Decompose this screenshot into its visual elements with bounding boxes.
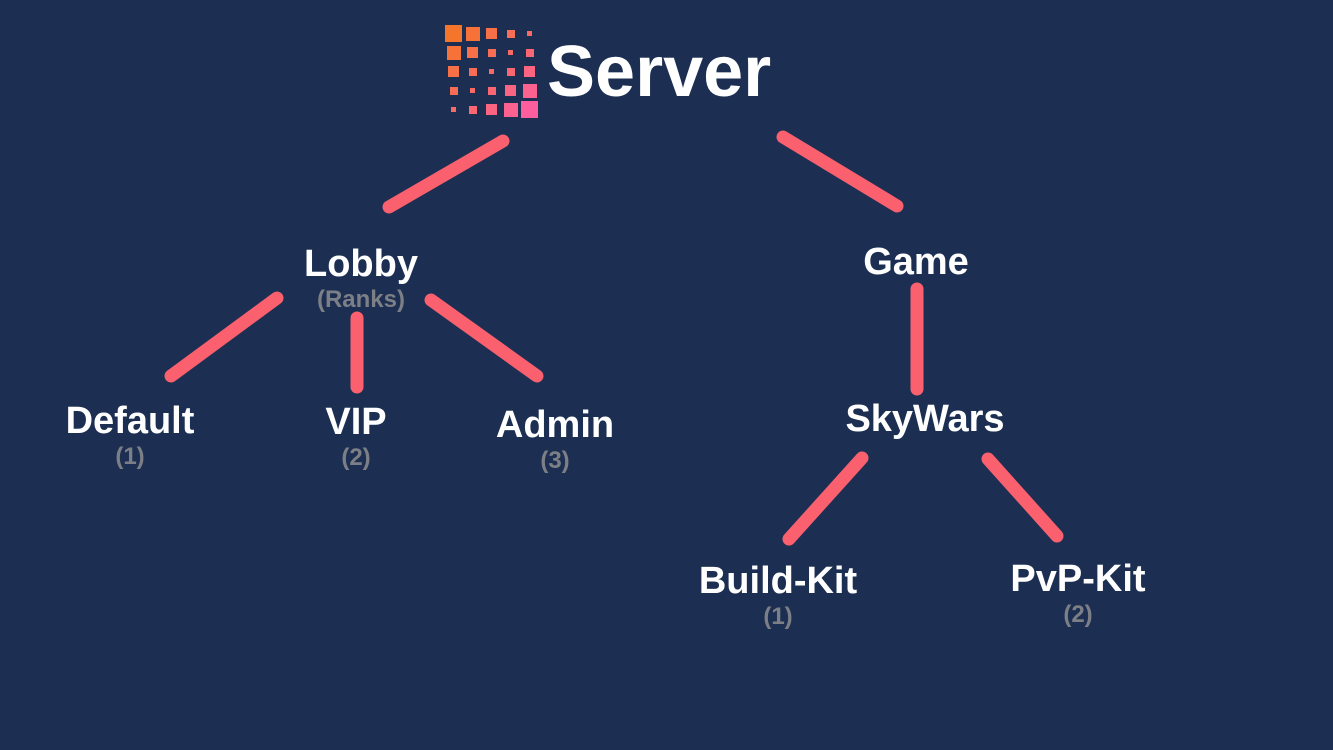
logo-square — [448, 66, 459, 77]
node-skywars: SkyWars — [845, 398, 1004, 440]
logo-square — [446, 45, 461, 60]
logo-square — [451, 107, 456, 112]
logo-square — [487, 48, 496, 57]
node-label: Build-Kit — [698, 560, 858, 602]
node-label: SkyWars — [845, 398, 1005, 440]
logo-square — [506, 29, 515, 38]
logo-square — [489, 69, 494, 74]
node-label: PvP-Kit — [1010, 558, 1146, 600]
logo-square — [486, 104, 497, 115]
node-sublabel: (Ranks) — [316, 286, 406, 313]
root-node-server: Server — [444, 24, 771, 120]
logo-square — [505, 85, 516, 96]
edge-skywars-buildkit — [782, 451, 869, 546]
logo-square — [524, 66, 535, 77]
logo-square — [487, 86, 496, 95]
logo-square — [522, 83, 537, 98]
logo-square — [527, 31, 532, 36]
edge-server-lobby — [382, 134, 510, 214]
node-vip: VIP (2) — [325, 401, 386, 471]
luckperms-squares-logo — [444, 24, 540, 120]
logo-square — [468, 67, 477, 76]
node-sublabel: (3) — [540, 447, 570, 474]
edge-lobby-admin — [424, 293, 544, 383]
logo-square — [508, 50, 513, 55]
edge-server-game — [776, 130, 904, 213]
node-sublabel: (1) — [763, 603, 793, 630]
edge-lobby-default — [164, 291, 284, 383]
node-default: Default (1) — [66, 400, 195, 470]
node-sublabel: (2) — [341, 444, 371, 471]
node-sublabel: (2) — [1063, 601, 1093, 628]
node-label: Lobby — [304, 243, 418, 285]
node-lobby: Lobby (Ranks) — [304, 243, 418, 313]
node-pvp-kit: PvP-Kit (2) — [1010, 558, 1145, 628]
logo-square — [445, 25, 462, 42]
node-label: Admin — [495, 404, 615, 446]
logo-square — [470, 88, 475, 93]
node-label: Default — [65, 400, 195, 442]
logo-square — [486, 28, 497, 39]
logo-square — [468, 105, 477, 114]
logo-square — [465, 26, 480, 41]
node-label: Game — [863, 241, 969, 283]
logo-square — [521, 101, 538, 118]
node-sublabel: (1) — [115, 443, 145, 470]
node-build-kit: Build-Kit (1) — [699, 560, 857, 630]
logo-square — [449, 86, 458, 95]
node-admin: Admin (3) — [496, 404, 614, 474]
logo-square — [503, 102, 518, 117]
node-game: Game — [863, 241, 969, 283]
edge-skywars-pvpkit — [981, 452, 1064, 543]
logo-square — [506, 67, 515, 76]
logo-square — [467, 47, 478, 58]
node-label: VIP — [325, 401, 387, 443]
root-node-label: Server — [547, 32, 772, 112]
logo-square — [525, 48, 534, 57]
